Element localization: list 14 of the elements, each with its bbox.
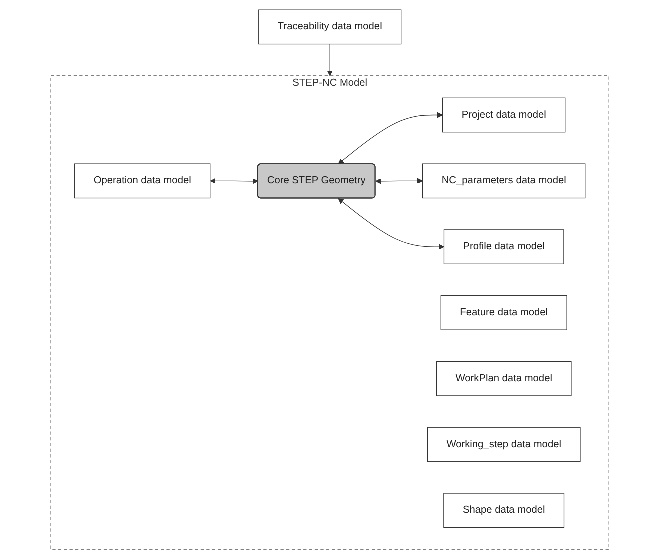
node-box: Operation data model bbox=[74, 164, 211, 199]
arrow bbox=[376, 178, 423, 184]
node-box: Feature data model bbox=[440, 296, 568, 330]
node-box: Project data model bbox=[442, 98, 566, 133]
arrow bbox=[327, 44, 333, 76]
arrow bbox=[338, 112, 443, 164]
node-box: Traceability data model bbox=[258, 10, 402, 45]
node-box: NC_parameters data model bbox=[422, 164, 586, 199]
node-box: Working_step data model bbox=[427, 427, 581, 462]
node-box: Shape data model bbox=[444, 493, 564, 528]
arrow bbox=[210, 178, 258, 184]
node-box: WorkPlan data model bbox=[436, 361, 572, 396]
arrow bbox=[338, 198, 444, 250]
node-box: Profile data model bbox=[444, 230, 564, 264]
